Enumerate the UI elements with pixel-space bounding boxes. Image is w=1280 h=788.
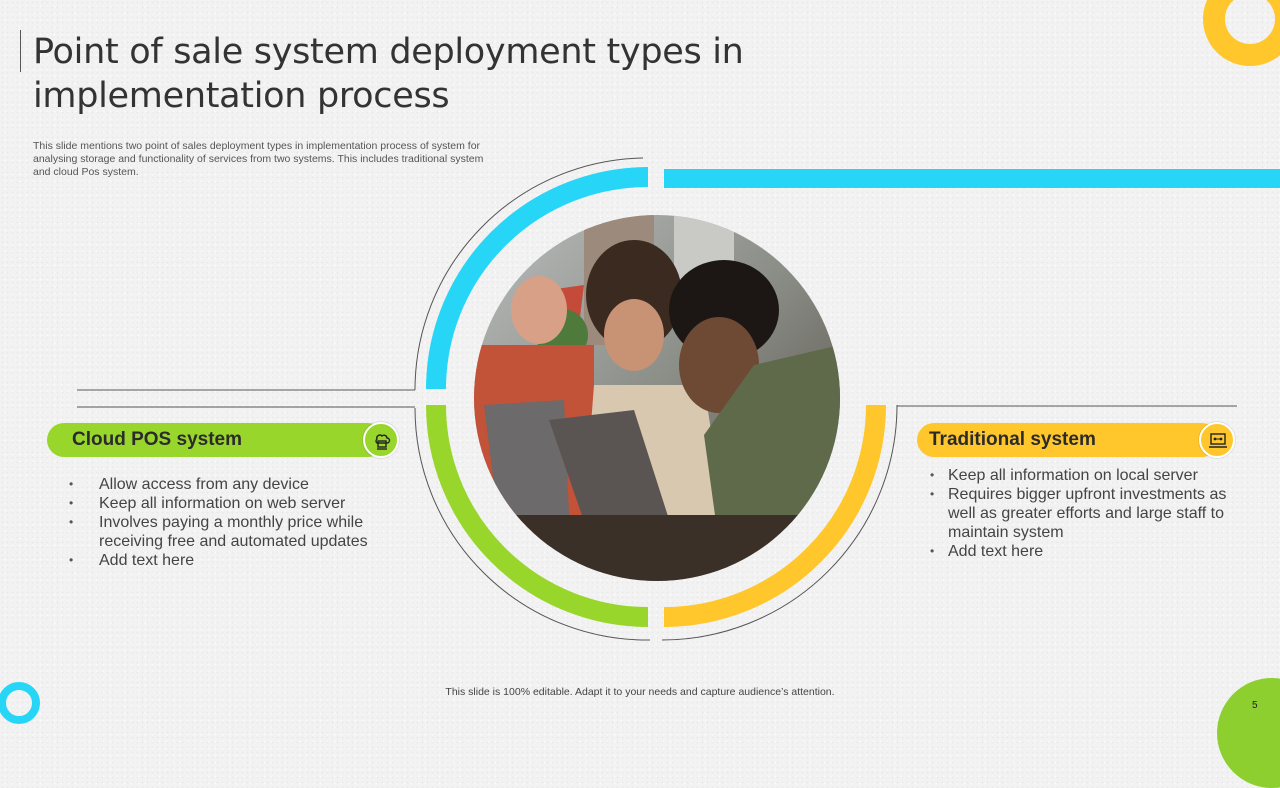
list-item: Keep all information on local server xyxy=(930,466,1228,485)
page-number: 5 xyxy=(1252,700,1258,711)
team-photo xyxy=(474,215,840,581)
list-item: Allow access from any device xyxy=(69,475,399,494)
server-network-icon xyxy=(1199,422,1235,458)
list-item: Add text here xyxy=(930,542,1228,561)
cloud-pos-label: Cloud POS system xyxy=(47,423,385,457)
list-item: Involves paying a monthly price while re… xyxy=(69,513,399,551)
blue-accent-bar xyxy=(664,169,1280,188)
list-item: Add text here xyxy=(69,551,399,570)
outer-thin-arc-bottom-left xyxy=(414,407,651,641)
ring-diagram xyxy=(77,157,1237,641)
green-ring-arc xyxy=(426,404,649,627)
list-item: Keep all information on web server xyxy=(69,494,399,513)
cloud-computer-icon xyxy=(363,422,399,458)
footer-note: This slide is 100% editable. Adapt it to… xyxy=(445,686,835,698)
list-item: Requires bigger upfront investments as w… xyxy=(930,485,1228,542)
traditional-bullet-list: Keep all information on local server Req… xyxy=(930,466,1228,561)
traditional-system-label: Traditional system xyxy=(917,423,1219,457)
slide-title: Point of sale system deployment types in… xyxy=(33,32,744,116)
outer-thin-arc-top-left xyxy=(414,157,644,391)
yellow-ring-arc xyxy=(663,404,886,627)
corner-ring-decoration xyxy=(0,682,40,724)
outer-thin-arc-bottom-right xyxy=(661,404,898,641)
title-accent-rule xyxy=(20,30,21,72)
slide-subtitle: This slide mentions two point of sales d… xyxy=(33,140,484,178)
cloud-pos-bullet-list: Allow access from any device Keep all in… xyxy=(69,475,399,570)
blue-ring-arc xyxy=(426,167,649,390)
